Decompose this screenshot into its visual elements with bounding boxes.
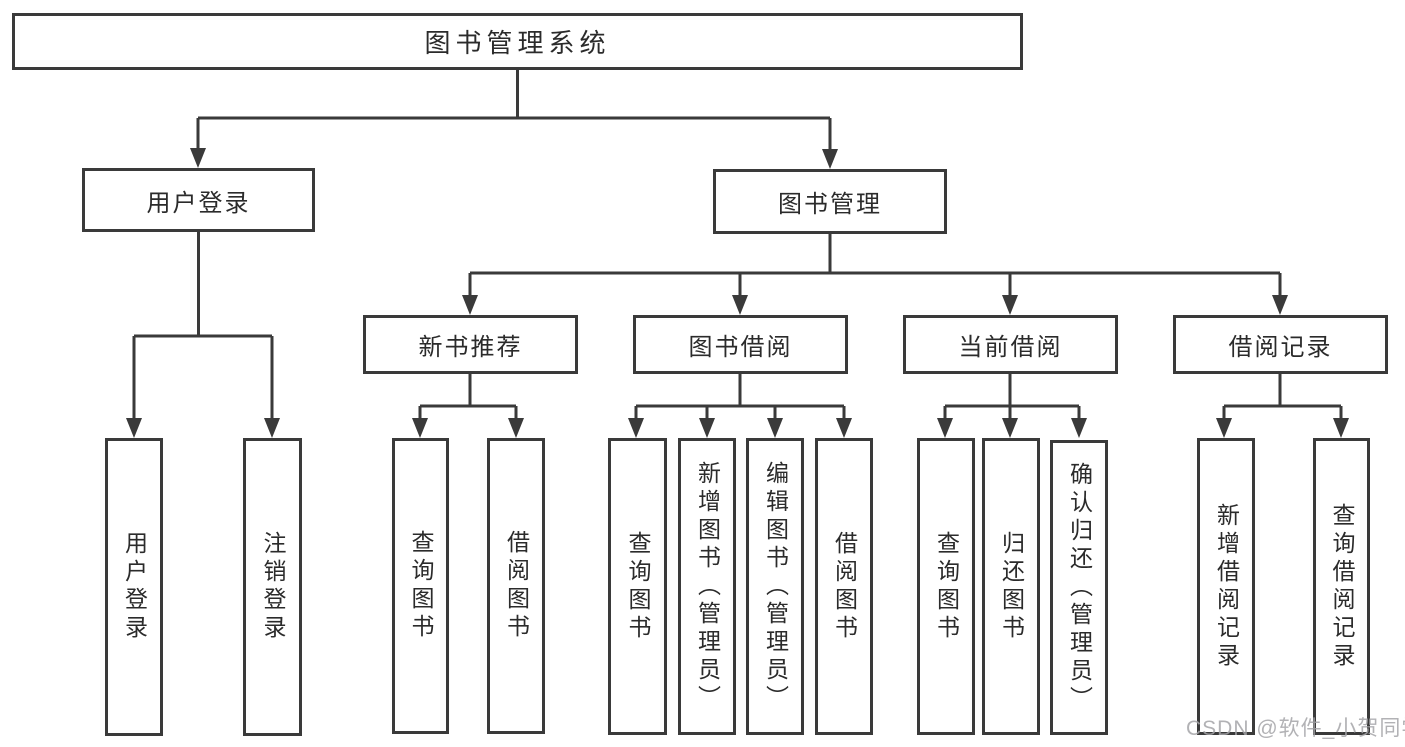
node-logout: 注销登录 xyxy=(243,438,302,736)
node-bb-add-books: 新增图书（管理员） xyxy=(678,438,736,735)
node-bb-edit-books: 编辑图书（管理员） xyxy=(746,438,804,735)
node-book-borrowing-label: 图书借阅 xyxy=(688,334,793,361)
node-cb-return-books-label: 归还图书 xyxy=(998,530,1025,643)
watermark: CSDN @软件_小贺同学 xyxy=(1186,717,1405,740)
node-cb-confirm-return-label: 确认归还（管理员） xyxy=(1066,461,1093,714)
node-cb-confirm-return: 确认归还（管理员） xyxy=(1050,440,1108,735)
node-nbr-query-books: 查询图书 xyxy=(392,438,449,734)
node-new-book-recommend: 新书推荐 xyxy=(363,315,578,374)
node-bb-borrow-books: 借阅图书 xyxy=(815,438,873,735)
node-borrowing-records: 借阅记录 xyxy=(1173,315,1388,374)
node-borrowing-records-label: 借阅记录 xyxy=(1228,334,1333,361)
node-nbr-query-books-label: 查询图书 xyxy=(408,530,434,642)
node-cb-query-books-label: 查询图书 xyxy=(933,530,960,643)
node-book-management-label: 图书管理 xyxy=(778,191,882,218)
node-bb-borrow-books-label: 借阅图书 xyxy=(831,530,858,643)
node-br-add-record-label: 新增借阅记录 xyxy=(1213,502,1240,671)
node-new-book-recommend-label: 新书推荐 xyxy=(418,334,523,361)
node-logout-label: 注销登录 xyxy=(260,531,286,643)
node-user-login-group-label: 用户登录 xyxy=(146,189,251,217)
node-cb-query-books: 查询图书 xyxy=(917,438,975,735)
arrowheads xyxy=(126,148,1349,438)
node-nbr-borrow-books-label: 借阅图书 xyxy=(503,530,530,642)
node-br-query-record-label: 查询借阅记录 xyxy=(1329,502,1355,671)
node-bb-add-books-label: 新增图书（管理员） xyxy=(694,460,721,713)
node-current-borrowing-label: 当前借阅 xyxy=(958,334,1063,361)
node-user-login: 用户登录 xyxy=(105,438,163,736)
node-book-borrowing: 图书借阅 xyxy=(633,315,848,374)
node-nbr-borrow-books: 借阅图书 xyxy=(487,438,545,734)
node-br-query-record: 查询借阅记录 xyxy=(1313,438,1370,735)
node-user-login-group: 用户登录 xyxy=(82,168,315,232)
node-bb-query-books-label: 查询图书 xyxy=(625,530,651,643)
node-br-add-record: 新增借阅记录 xyxy=(1197,438,1255,735)
node-bb-query-books: 查询图书 xyxy=(608,438,667,735)
node-root-label: 图书管理系统 xyxy=(424,28,611,58)
node-cb-return-books: 归还图书 xyxy=(982,438,1040,735)
node-current-borrowing: 当前借阅 xyxy=(903,315,1118,374)
node-root: 图书管理系统 xyxy=(12,13,1023,70)
node-book-management: 图书管理 xyxy=(713,169,947,234)
node-bb-edit-books-label: 编辑图书（管理员） xyxy=(762,460,789,713)
node-user-login-label: 用户登录 xyxy=(121,531,148,643)
